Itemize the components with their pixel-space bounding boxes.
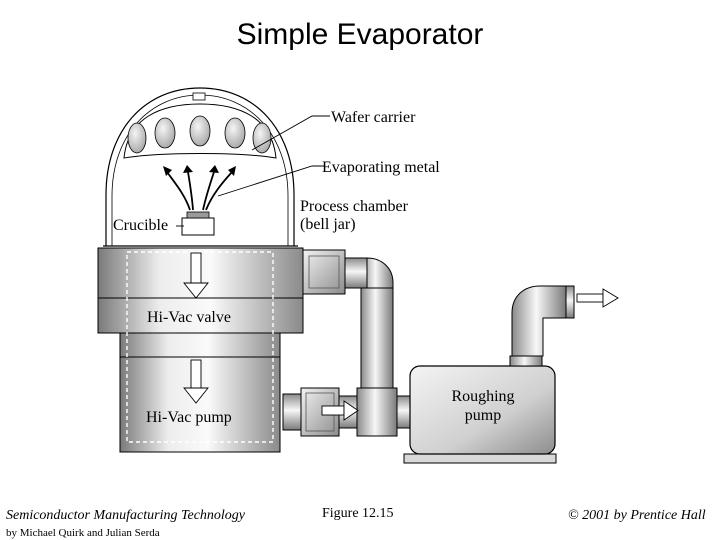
exhaust-pipe xyxy=(509,285,619,367)
metal-charge xyxy=(186,211,210,219)
leader-lines xyxy=(176,115,330,227)
label-process-chamber-sub: (bell jar) xyxy=(300,216,356,233)
pump-base xyxy=(403,453,557,464)
tee-pipe xyxy=(282,387,412,437)
evaporation-arrows xyxy=(166,171,233,211)
wafer xyxy=(224,117,246,149)
wafer xyxy=(127,122,147,154)
exhaust-arrow xyxy=(576,288,619,308)
pipe-flange xyxy=(302,249,346,295)
bell-jar-knob xyxy=(192,92,206,101)
crucible xyxy=(181,211,215,236)
flow-arrow-down xyxy=(183,359,209,404)
evaporation-arrowheads xyxy=(163,165,236,176)
roughing-pump xyxy=(403,365,557,464)
label-process-chamber: Process chamber xyxy=(300,198,409,215)
footer-copyright: © 2001 by Prentice Hall xyxy=(568,508,706,523)
wafer-carrier xyxy=(123,103,277,159)
hivac-valve xyxy=(97,297,304,334)
footer-authors: by Michael Quirk and Julian Serda xyxy=(6,527,160,539)
foreline-pipe xyxy=(302,249,394,389)
flow-arrow-right xyxy=(321,400,359,421)
label-hivac-pump: Hi-Vac pump xyxy=(146,409,232,426)
label-roughing-pump-sub: pump xyxy=(465,407,501,424)
hivac-column xyxy=(97,247,304,453)
slide-title: Simple Evaporator xyxy=(236,18,484,51)
wafer xyxy=(252,122,272,154)
footer-book-title: Semiconductor Manufacturing Technology xyxy=(6,508,246,523)
label-wafer-carrier: Wafer carrier xyxy=(331,109,416,126)
wafer xyxy=(154,117,176,149)
label-crucible: Crucible xyxy=(113,217,168,234)
label-roughing-pump: Roughing xyxy=(451,388,514,405)
label-evaporating-metal: Evaporating metal xyxy=(322,159,440,176)
flow-arrow-down xyxy=(183,252,209,299)
wafer xyxy=(189,115,211,147)
footer-figure-number: Figure 12.15 xyxy=(322,506,394,521)
label-hivac-valve: Hi-Vac valve xyxy=(147,309,231,326)
